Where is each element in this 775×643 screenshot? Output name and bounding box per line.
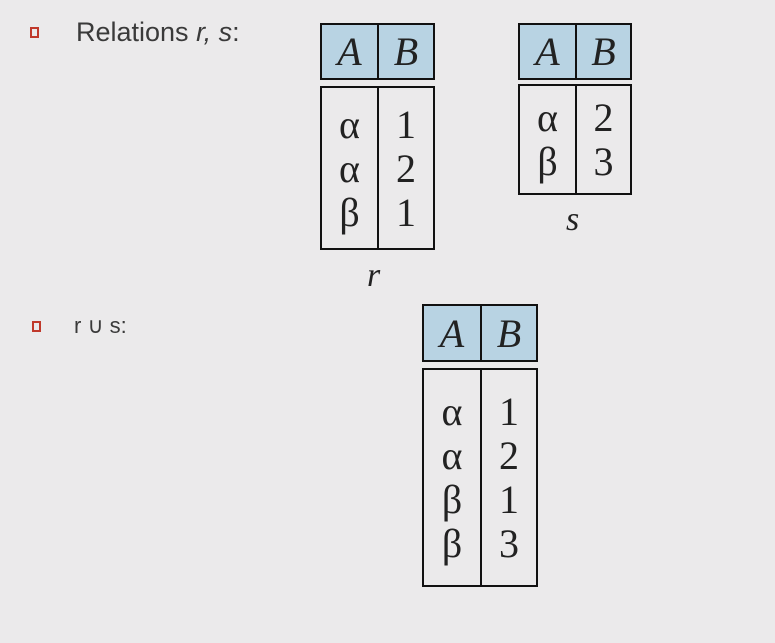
- relation-s-caption: s: [566, 201, 580, 238]
- header-cell-b: B: [496, 310, 522, 356]
- relation-union-body: α α β β 1 2 1 3: [422, 368, 538, 587]
- relation-union-header: A B: [422, 304, 538, 362]
- relation-union: A B α α β β 1 2 1 3: [422, 304, 538, 587]
- cell-value: 3: [499, 521, 519, 566]
- header-cell-b: B: [393, 29, 419, 74]
- cell-value: 1: [499, 389, 519, 434]
- cell-value: α: [441, 389, 463, 434]
- cell-value: 3: [593, 139, 614, 184]
- relation-r-body: α α β 1 2 1: [320, 86, 435, 250]
- cell-value: β: [537, 139, 558, 184]
- relation-r-header: A B: [320, 23, 435, 80]
- header-cell-a: A: [424, 306, 482, 360]
- cell-value: 1: [396, 101, 416, 147]
- header-cell-b: B: [591, 29, 616, 74]
- relation-s: A B α β 2 3 s: [518, 23, 632, 243]
- cell-value: 2: [499, 433, 519, 478]
- header-cell-a: A: [322, 25, 379, 78]
- cell-value: β: [339, 189, 360, 235]
- cell-value: α: [537, 95, 558, 140]
- relations-label-prefix: Relations: [76, 17, 197, 47]
- relation-r: A B α α β 1 2 1 r: [320, 23, 435, 293]
- relation-s-body: α β 2 3: [518, 84, 632, 195]
- relations-label: Relations r, s:: [76, 17, 240, 47]
- column-b: 1 2 1 3: [482, 370, 536, 585]
- bullet-marker: [32, 321, 41, 332]
- cell-value: α: [441, 433, 463, 478]
- relations-label-suffix: :: [232, 17, 240, 47]
- column-a: α α β: [322, 88, 379, 248]
- cell-value: 1: [499, 477, 519, 522]
- column-b: 1 2 1: [379, 88, 433, 248]
- cell-value: 1: [396, 189, 416, 235]
- cell-value: β: [441, 477, 463, 522]
- header-cell-a: A: [520, 25, 577, 78]
- cell-value: β: [441, 521, 463, 566]
- column-a: α β: [520, 86, 577, 193]
- relation-s-header: A B: [518, 23, 632, 80]
- column-a: α α β β: [424, 370, 482, 585]
- union-label: r ∪ s:: [74, 313, 127, 338]
- relations-label-names: r, s: [196, 17, 233, 47]
- cell-value: α: [339, 145, 360, 191]
- column-b: 2 3: [577, 86, 630, 193]
- cell-value: α: [339, 101, 360, 147]
- bullet-marker: [30, 27, 39, 38]
- cell-value: 2: [396, 145, 416, 191]
- relation-r-caption: r: [367, 257, 381, 294]
- cell-value: 2: [593, 95, 614, 140]
